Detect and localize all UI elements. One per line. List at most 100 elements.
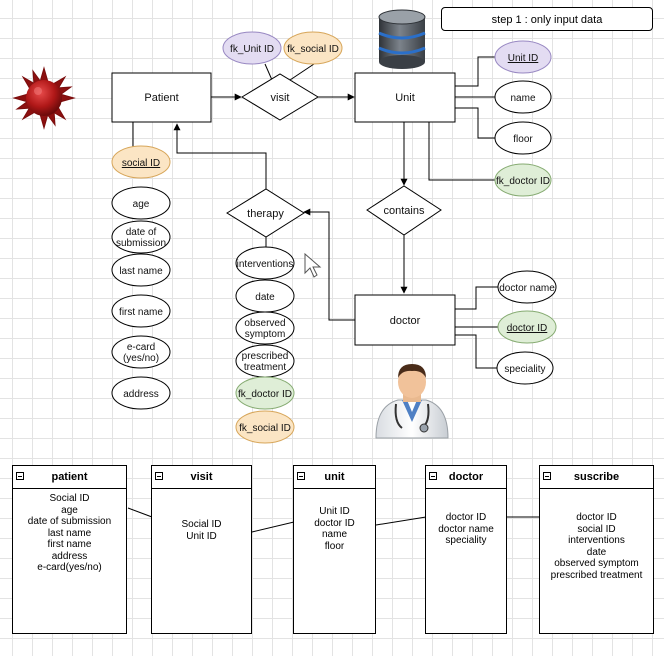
attr-unit-floor[interactable]: floor — [494, 121, 552, 155]
table-field: prescribed treatment — [550, 569, 643, 581]
table-visit-fields: Social ID Unit ID — [152, 489, 251, 542]
svg-text:fk_social ID: fk_social ID — [239, 423, 291, 434]
entity-unit[interactable]: Unit — [354, 72, 456, 123]
attr-fk-social-id-top[interactable]: fk_social ID — [283, 31, 343, 65]
entity-doctor[interactable]: doctor — [354, 294, 456, 346]
table-visit[interactable]: visit Social ID Unit ID — [151, 465, 252, 634]
relation-contains[interactable]: contains — [366, 185, 442, 236]
mouse-cursor-icon — [304, 252, 322, 278]
edge-unit-fkdoctor — [428, 122, 495, 181]
attr-therapy-fk-social-id[interactable]: fk_social ID — [235, 410, 295, 444]
attr-prescribed-treatment[interactable]: prescribed treatment — [235, 344, 295, 378]
attr-speciality[interactable]: speciality — [496, 351, 554, 385]
edge-doctor-speciality — [455, 334, 497, 369]
table-field: Unit ID — [319, 506, 350, 517]
table-unit-fields: Unit ID doctor ID name floor — [294, 489, 375, 552]
edge-fkunit-visit — [264, 63, 273, 81]
svg-text:fk_doctor ID: fk_doctor ID — [238, 389, 292, 400]
table-field: Unit ID — [186, 530, 217, 542]
edge-unit-unitid — [455, 56, 495, 87]
attr-date[interactable]: date — [235, 279, 295, 313]
attr-unit-name[interactable]: name — [494, 80, 552, 114]
attr-age[interactable]: age — [111, 186, 171, 220]
svg-text:last name: last name — [119, 266, 163, 277]
svg-text:date of: date of — [126, 227, 157, 238]
edge-fksocial-visit — [289, 63, 315, 81]
virus-icon — [12, 66, 76, 130]
table-suscribe[interactable]: suscribe doctor ID social ID interventio… — [539, 465, 654, 634]
doctor-avatar-icon — [375, 364, 449, 439]
svg-text:submission: submission — [116, 238, 166, 249]
table-field: doctor ID — [445, 512, 487, 523]
table-field: observed symptom — [554, 558, 639, 569]
svg-text:doctor name: doctor name — [499, 283, 555, 294]
attr-doctor-name[interactable]: doctor name — [497, 270, 557, 304]
table-field: date of submission — [27, 516, 112, 527]
table-field: speciality — [445, 535, 487, 546]
entity-doctor-label: doctor — [390, 315, 421, 327]
table-field: doctor name — [438, 523, 494, 535]
table-patient-name: patient — [51, 471, 88, 483]
svg-text:interventions: interventions — [237, 259, 294, 270]
table-suscribe-header: suscribe — [540, 466, 653, 489]
table-suscribe-fields: doctor ID social ID interventions date o… — [540, 489, 653, 581]
attr-address[interactable]: address — [111, 376, 171, 410]
edge-unit-floor — [455, 107, 495, 139]
table-visit-header: visit — [152, 466, 251, 489]
relation-visit[interactable]: visit — [241, 73, 319, 121]
attr-interventions[interactable]: interventions — [235, 246, 295, 280]
table-patient[interactable]: patient Social ID age date of submission… — [12, 465, 127, 634]
collapse-icon[interactable] — [155, 472, 163, 480]
attr-therapy-fk-doctor-id[interactable]: fk_doctor ID — [235, 376, 295, 410]
collapse-icon[interactable] — [297, 472, 305, 480]
edge-doctor-therapy — [303, 208, 355, 321]
collapse-icon[interactable] — [16, 472, 24, 480]
attr-last-name[interactable]: last name — [111, 253, 171, 287]
table-doctor[interactable]: doctor doctor ID doctor name speciality — [425, 465, 507, 634]
svg-text:symptom: symptom — [245, 329, 286, 340]
table-suscribe-name: suscribe — [573, 471, 620, 483]
svg-text:(yes/no): (yes/no) — [123, 353, 159, 364]
table-field: e-card(yes/no) — [37, 562, 102, 573]
attr-unit-fk-doctor-id[interactable]: fk_doctor ID — [494, 163, 552, 197]
attr-observed-symptom[interactable]: observed symptom — [235, 311, 295, 345]
table-unit[interactable]: unit Unit ID doctor ID name floor — [293, 465, 376, 634]
table-unit-name: unit — [324, 471, 345, 483]
table-patient-header: patient — [13, 466, 126, 489]
svg-text:treatment: treatment — [244, 362, 286, 373]
attr-e-card[interactable]: e-card (yes/no) — [111, 335, 171, 369]
edges — [127, 56, 576, 533]
table-field: last name — [47, 527, 92, 539]
edge-doctor-doctorname — [455, 286, 498, 310]
table-doctor-name: doctor — [448, 471, 484, 483]
relation-therapy[interactable]: therapy — [226, 188, 305, 238]
table-field: interventions — [568, 535, 625, 546]
table-field: floor — [324, 540, 345, 552]
table-field: doctor ID — [576, 512, 617, 523]
attr-first-name[interactable]: first name — [111, 294, 171, 328]
svg-text:first name: first name — [119, 307, 163, 318]
table-field: date — [586, 546, 607, 558]
entity-patient[interactable]: Patient — [111, 72, 212, 123]
table-field: name — [321, 529, 347, 540]
database-icon — [378, 9, 426, 69]
collapse-icon[interactable] — [429, 472, 437, 480]
attr-doctor-id[interactable]: doctor ID — [497, 310, 557, 344]
attr-social-id[interactable]: social ID — [111, 145, 171, 179]
table-field: Social ID — [181, 519, 222, 530]
svg-text:observed: observed — [244, 318, 285, 329]
entity-unit-label: Unit — [395, 92, 415, 104]
table-patient-fields: Social ID age date of submission last na… — [13, 489, 126, 574]
table-field: doctor ID — [314, 517, 355, 529]
attr-unit-id[interactable]: Unit ID — [494, 40, 552, 74]
entity-patient-label: Patient — [144, 92, 178, 104]
svg-text:age: age — [133, 199, 150, 210]
attr-fk-unit-id[interactable]: fk_Unit ID — [222, 31, 282, 65]
attr-date-of-submission[interactable]: date of submission — [111, 220, 171, 254]
svg-text:fk_Unit ID: fk_Unit ID — [230, 44, 274, 55]
svg-text:e-card: e-card — [127, 342, 155, 353]
collapse-icon[interactable] — [543, 472, 551, 480]
table-field: Social ID — [49, 493, 90, 504]
table-field: address — [51, 550, 88, 562]
